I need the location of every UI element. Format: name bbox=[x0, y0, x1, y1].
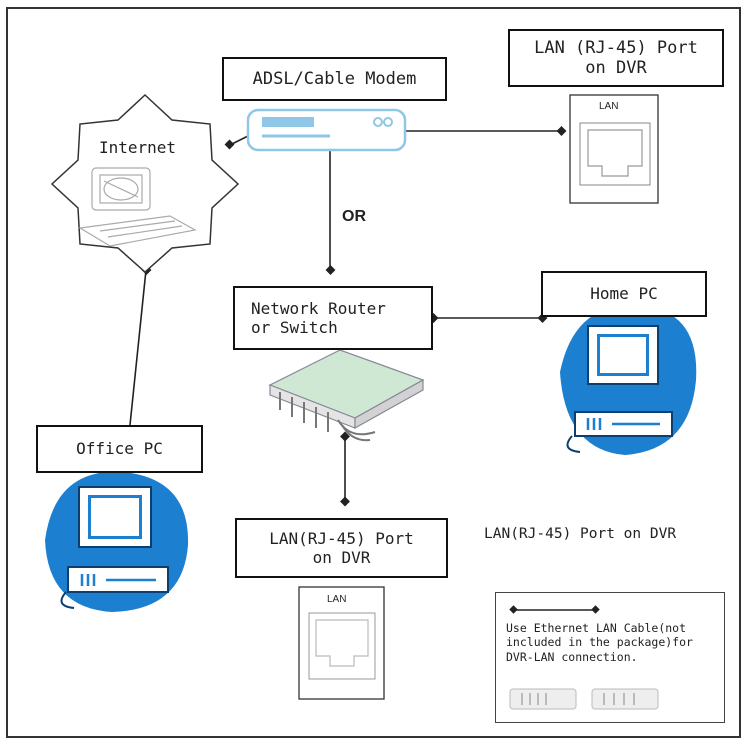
node-dot bbox=[340, 431, 350, 442]
lan-jack-top-label: LAN bbox=[599, 101, 619, 112]
lan-jack-top-icon bbox=[569, 94, 659, 204]
node-dot bbox=[224, 139, 235, 150]
dvr-port-top-label: LAN (RJ-45) Port on DVR bbox=[534, 37, 698, 78]
dvr-port-bottom-label: LAN(RJ-45) Port on DVR bbox=[269, 528, 414, 567]
node-dot bbox=[556, 126, 567, 136]
dvr-port-bottom-box: LAN(RJ-45) Port on DVR bbox=[235, 518, 448, 578]
router-switch-icon bbox=[268, 349, 425, 442]
office-pc-icon bbox=[45, 471, 189, 612]
home-pc-icon bbox=[560, 305, 697, 455]
ethernet-cable-icon bbox=[509, 688, 659, 710]
internet-office-line bbox=[129, 269, 147, 426]
internet-burst-icon bbox=[50, 93, 240, 274]
cable-legend: Use Ethernet LAN Cable(not included in t… bbox=[495, 592, 725, 723]
router-label-box: Network Router or Switch bbox=[233, 286, 433, 350]
diagram-frame bbox=[6, 7, 741, 738]
router-label: Network Router or Switch bbox=[251, 298, 386, 337]
dvr-port-side-label: LAN(RJ-45) Port on DVR bbox=[484, 526, 677, 542]
internet-label: Internet bbox=[99, 138, 177, 157]
modem-label: ADSL/Cable Modem bbox=[252, 68, 417, 89]
office-pc-label-box: Office PC bbox=[36, 425, 203, 473]
modem-icon bbox=[246, 108, 407, 152]
cable-legend-graphics bbox=[509, 605, 659, 710]
lan-jack-bottom-label: LAN bbox=[327, 594, 347, 605]
or-label: OR bbox=[342, 208, 366, 225]
modem-label-box: ADSL/Cable Modem bbox=[222, 57, 447, 101]
cable-legend-text: Use Ethernet LAN Cable(not included in t… bbox=[506, 621, 693, 664]
node-dot bbox=[325, 265, 336, 275]
node-dot bbox=[340, 496, 350, 507]
lan-jack-bottom-icon bbox=[298, 586, 385, 700]
dvr-port-top-box: LAN (RJ-45) Port on DVR bbox=[508, 29, 724, 87]
home-pc-label-box: Home PC bbox=[541, 271, 707, 317]
office-pc-label: Office PC bbox=[76, 439, 163, 459]
home-pc-label: Home PC bbox=[590, 284, 658, 304]
